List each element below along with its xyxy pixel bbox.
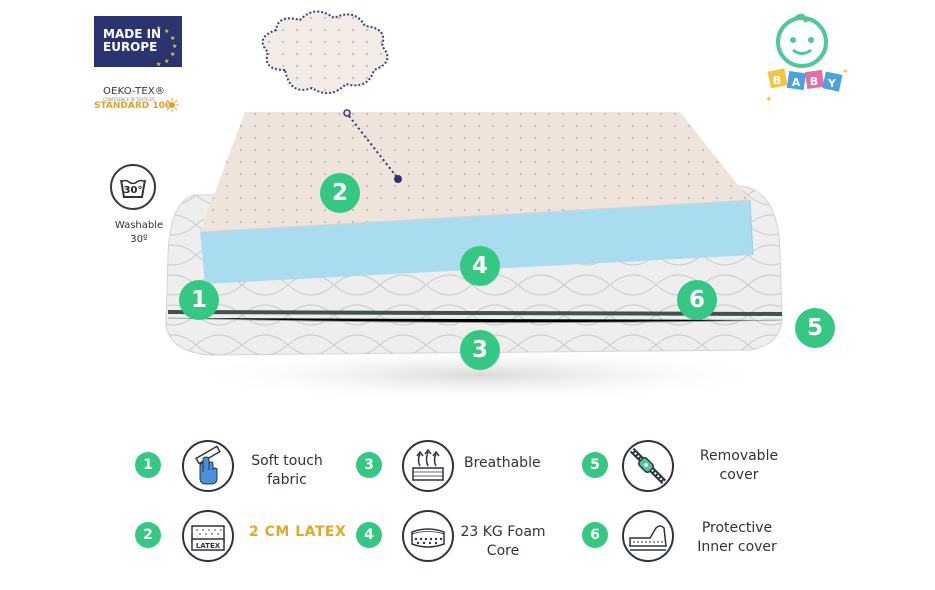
baby-letter-2: A — [792, 76, 801, 89]
diagram-badge-2: 2 — [320, 173, 360, 213]
feature-1-line1: Soft touch — [251, 453, 323, 469]
feature-badge-5: 5 — [582, 452, 608, 478]
diagram-badge-1: 1 — [179, 280, 219, 320]
feature-4-line1: 23 KG Foam — [460, 524, 546, 540]
zipper-icon — [622, 440, 674, 492]
feature-badge-3: 3 — [356, 452, 382, 478]
baby-letter-4: Y — [827, 77, 837, 90]
baby-logo: B A B Y ✦ ✦ — [765, 13, 849, 102]
svg-text:✦: ✦ — [765, 95, 773, 102]
baby-letter-1: B — [773, 74, 781, 87]
feature-3-line1: Breathable — [464, 455, 541, 471]
washable-temp-label: 30º — [130, 234, 148, 245]
feature-badge-1: 1 — [135, 452, 161, 478]
feature-6-line1: Protective — [701, 520, 773, 536]
feature-1-line2: fabric — [267, 472, 307, 488]
airflow-icon — [402, 440, 454, 492]
feature-text-5: Removable cover — [693, 447, 785, 485]
inner-cover-icon — [622, 510, 674, 562]
made-in-europe-line1: MADE IN — [103, 27, 162, 41]
feature-badge-6: 6 — [582, 522, 608, 548]
feature-6-line2: Inner cover — [697, 539, 777, 555]
washable-temp: 30° — [123, 185, 143, 196]
latex-icon-label: LATEX — [196, 542, 221, 550]
sun-icon — [165, 98, 179, 112]
feature-text-4: 23 KG Foam Core — [458, 523, 548, 561]
diagram-badge-3: 3 — [460, 330, 500, 370]
diagram-badge-5: 5 — [795, 308, 835, 348]
oeko-tex-tagline: CONFIDENCE IN TEXTILES — [103, 97, 155, 102]
washable-label: Washable — [114, 220, 164, 231]
oeko-tex-standard: STANDARD 100 — [94, 101, 172, 111]
oeko-tex-title: OEKO-TEX® — [103, 86, 166, 97]
diagram-badge-6: 6 — [677, 280, 717, 320]
made-in-europe-logo: MADE IN EUROPE ★ ★ ★ ★ ★ ★ ★ — [94, 16, 182, 68]
feature-text-2: 2 CM LATEX — [249, 524, 347, 540]
made-in-europe-line2: EUROPE — [103, 40, 158, 54]
svg-text:✦: ✦ — [842, 67, 849, 76]
feature-badge-2: 2 — [135, 522, 161, 548]
latex-layer-icon: LATEX — [182, 510, 234, 562]
foam-mattress-icon — [402, 510, 454, 562]
hand-touch-icon — [182, 440, 234, 492]
feature-4-line2: Core — [486, 543, 520, 559]
feature-text-1: Soft touch fabric — [245, 452, 329, 490]
feature-5-line1: Removable — [699, 448, 779, 464]
feature-text-3: Breathable — [464, 454, 541, 473]
feature-badge-4: 4 — [356, 522, 382, 548]
feature-5-line2: cover — [719, 467, 759, 483]
feature-text-6: Protective Inner cover — [690, 519, 784, 557]
diagram-badge-4: 4 — [460, 246, 500, 286]
washable-icon: 30° — [110, 164, 156, 210]
baby-letter-3: B — [810, 75, 818, 88]
